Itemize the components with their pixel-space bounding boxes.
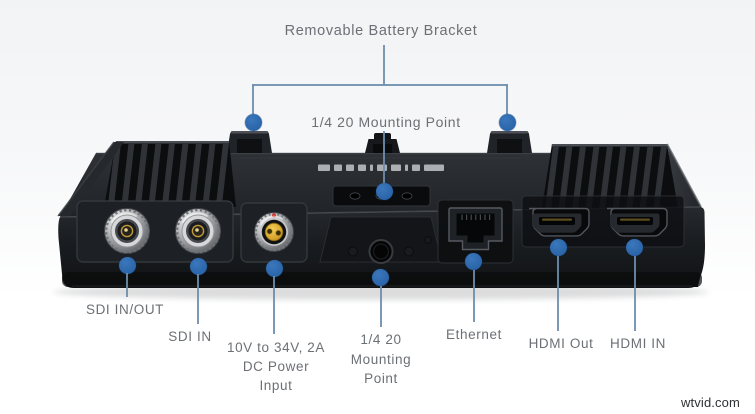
- callout-line: [557, 256, 559, 331]
- watermark: wtvid.com: [681, 395, 740, 410]
- callout-dot-battery-right: [498, 113, 516, 131]
- callout-dot-battery-left: [244, 113, 262, 131]
- brand-logo: [318, 164, 444, 171]
- mount-top-label: 1/4 20 Mounting Point: [311, 114, 461, 130]
- callout-dot-mount-top: [375, 182, 393, 200]
- callout-dot-sdi-in: [189, 257, 207, 275]
- callout-line: [383, 45, 385, 85]
- callout-line: [273, 276, 275, 334]
- callout-line: [196, 274, 199, 324]
- hdmi-out-port: [528, 207, 590, 237]
- callout-dot-mount-bottom: [371, 268, 389, 286]
- battery-clip-right: [487, 131, 532, 153]
- center-mount-tab: [365, 133, 400, 153]
- battery-clip-left: [227, 131, 272, 153]
- ethernet-port: [437, 199, 514, 264]
- hdmi-out-label: HDMI Out: [528, 336, 594, 351]
- callout-dot-power: [265, 259, 283, 277]
- sdi-connector-in-out: [104, 208, 150, 254]
- heatsink-left: [104, 141, 236, 207]
- callout-line: [472, 270, 475, 322]
- callout-line: [252, 84, 508, 86]
- sdi-in-label: SDI IN: [168, 329, 212, 344]
- callout-dot-ethernet: [464, 252, 482, 270]
- power-input-label: 10V to 34V, 2A DC Power Input: [226, 340, 326, 393]
- device-left-end: [57, 141, 124, 217]
- callout-line: [252, 85, 254, 114]
- callout-line: [383, 131, 385, 184]
- callout-line: [633, 256, 636, 331]
- bottom-mounting-hole: [319, 216, 443, 264]
- sdi-connector-in: [175, 208, 221, 254]
- battery-bracket-label: Removable Battery Bracket: [284, 23, 478, 39]
- callout-dot-hdmi-out: [549, 238, 567, 256]
- callout-dot-hdmi-in: [625, 238, 643, 256]
- hdmi-in-label: HDMI IN: [610, 336, 666, 351]
- power-connector: [254, 212, 294, 252]
- callout-line: [126, 273, 128, 297]
- callout-line: [506, 85, 508, 114]
- ethernet-label: Ethernet: [446, 327, 502, 342]
- sdi-in-out-label: SDI IN/OUT: [85, 302, 165, 317]
- mount-bottom-label: 1/4 20 Mounting Point: [350, 332, 412, 386]
- callout-line: [379, 286, 382, 327]
- hdmi-in-port: [606, 207, 668, 237]
- callout-dot-sdi-in-out: [118, 256, 136, 274]
